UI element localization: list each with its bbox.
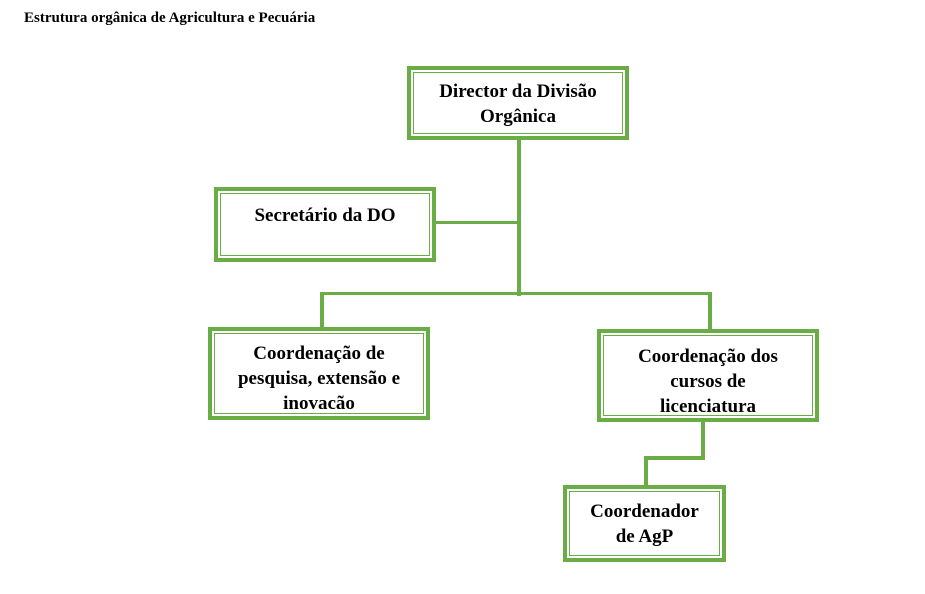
connector	[320, 292, 712, 295]
node-director: Director da Divisão Orgânica	[407, 66, 629, 140]
node-label: Coordenador de AgP	[590, 501, 699, 547]
connector	[517, 139, 521, 296]
connector	[644, 456, 648, 486]
node-label: Director da Divisão Orgânica	[439, 81, 597, 127]
connector	[644, 456, 705, 460]
node-label: Secretário da DO	[254, 205, 396, 226]
node-label: Coordenação de pesquisa, extensão e inov…	[237, 343, 401, 414]
connector	[435, 221, 519, 224]
chart-title: Estrutura orgânica de Agricultura e Pecu…	[24, 10, 316, 26]
connector	[701, 420, 705, 460]
connector	[320, 292, 324, 328]
node-cursos: Coordenação dos cursos de licenciatura	[597, 329, 819, 422]
node-pesquisa: Coordenação de pesquisa, extensão e inov…	[208, 327, 430, 420]
node-label: Coordenação dos cursos de licenciatura	[638, 346, 778, 417]
node-agp: Coordenador de AgP	[563, 485, 726, 562]
connector	[708, 292, 712, 330]
node-secretario: Secretário da DO	[214, 187, 436, 262]
